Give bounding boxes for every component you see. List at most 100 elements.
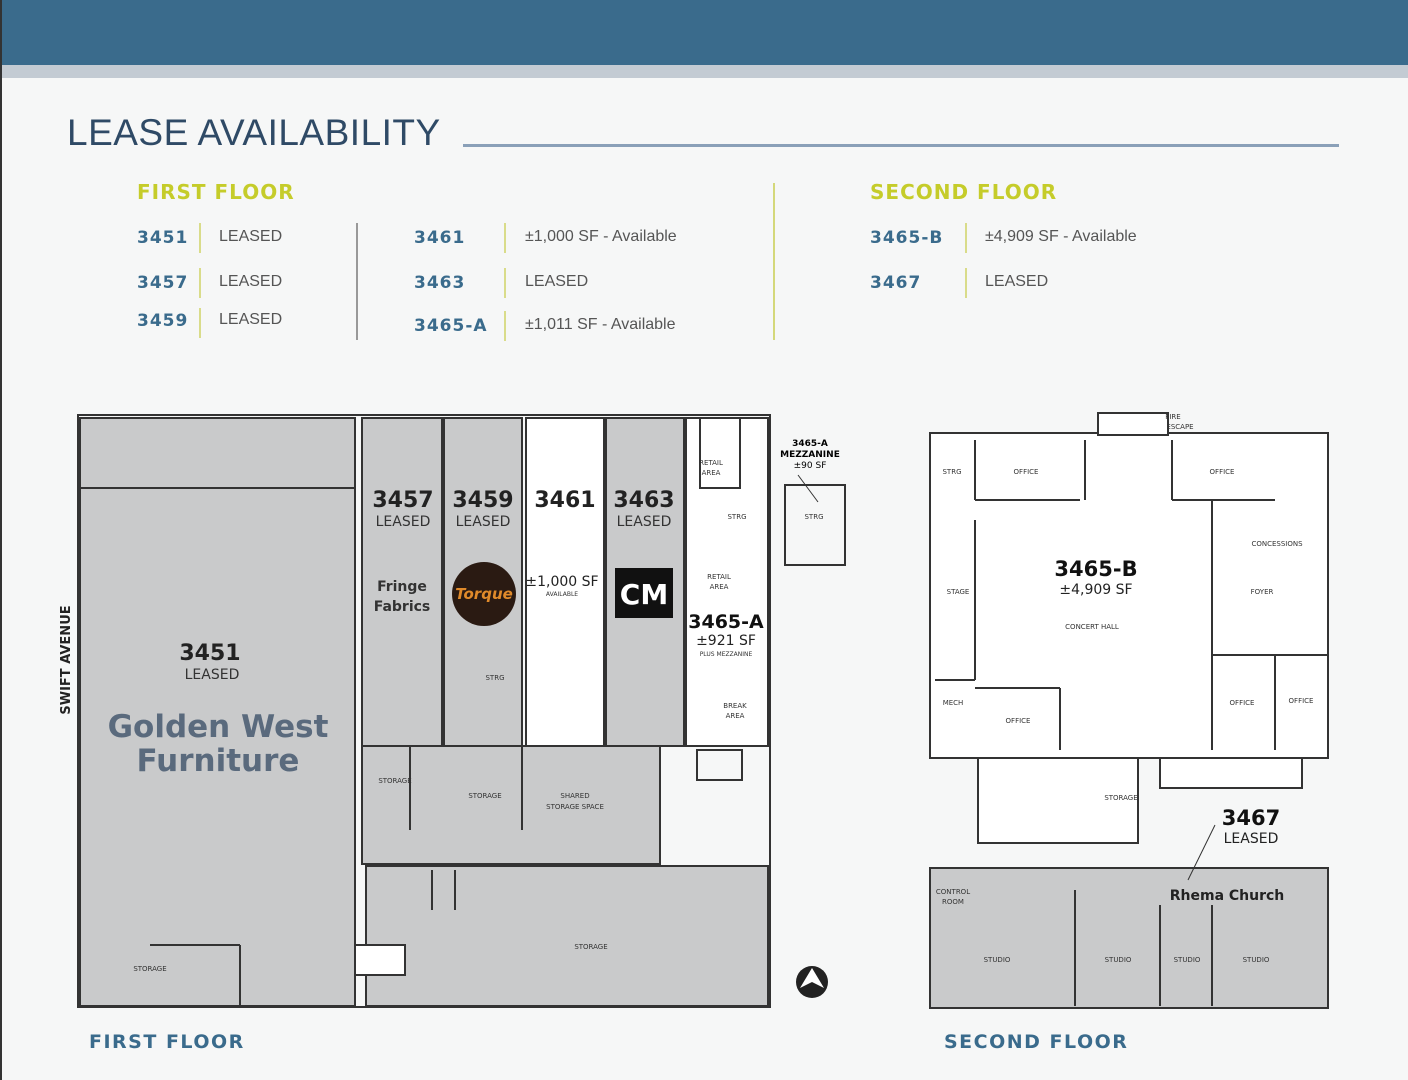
divider (199, 223, 201, 253)
unit-status-label: LEASED (1224, 831, 1279, 847)
room-label: STUDIO (1243, 956, 1270, 964)
cm-logo (615, 568, 673, 618)
unit-number: 3465-A (414, 316, 488, 336)
room-label: ESCAPE (1166, 423, 1193, 431)
second-floor-plan (929, 412, 1329, 1009)
torque-logo-text: Torque (455, 585, 513, 603)
room-label: STUDIO (984, 956, 1011, 964)
unit-label: 3467 (1222, 806, 1280, 830)
room-label: STRG (727, 513, 746, 521)
unit-3451-area (79, 417, 356, 1007)
unit-label: 3461 (534, 488, 595, 513)
mezzanine-size: ±90 SF (794, 461, 827, 471)
unit-size: ±1,000 SF (525, 574, 598, 590)
unit-status: LEASED (219, 228, 283, 245)
unit-label: 3465-B (1054, 557, 1137, 581)
page-border (0, 0, 2, 1080)
divider (504, 223, 506, 253)
unit-status-label: LEASED (185, 667, 240, 683)
unit-3467-area (929, 867, 1329, 1009)
room-label: STRG (485, 674, 504, 682)
room-label: CONCERT HALL (1065, 623, 1119, 631)
room-label: STORAGE SPACE (546, 803, 604, 811)
room-label: STORAGE (1104, 794, 1137, 802)
unit-status-label: AVAILABLE (546, 591, 578, 598)
tenant-name: Fabrics (374, 599, 431, 615)
unit-label: 3465-A (688, 611, 764, 633)
storage-area (365, 865, 769, 1007)
second-floor-caption: SECOND FLOOR (944, 1031, 1129, 1053)
tenant-name: Rhema Church (1170, 888, 1285, 904)
room-label: FOYER (1251, 588, 1274, 596)
room-label: CONCESSIONS (1251, 540, 1303, 548)
unit-number: 3459 (137, 311, 189, 331)
room-label: STUDIO (1105, 956, 1132, 964)
room-label: SHARED (560, 792, 589, 800)
unit-status: LEASED (985, 273, 1049, 290)
room-label: AREA (726, 712, 745, 720)
unit-status: ±1,000 SF - Available (525, 228, 677, 245)
unit-number: 3457 (137, 273, 189, 293)
first-floor-caption: FIRST FLOOR (89, 1031, 245, 1053)
unit-number: 3451 (137, 228, 189, 248)
room-label: RETAIL (699, 459, 723, 467)
unit-label: 3463 (613, 488, 674, 513)
unit-number: 3463 (414, 273, 466, 293)
second-floor-heading: SECOND FLOOR (870, 180, 1058, 204)
unit-status: ±1,011 SF - Available (525, 316, 676, 333)
unit-status-label: LEASED (376, 514, 431, 530)
unit-status: LEASED (219, 273, 283, 290)
unit-label: 3457 (372, 488, 433, 513)
room-label: STRG (942, 468, 961, 476)
unit-status: ±4,909 SF - Available (985, 228, 1137, 245)
divider (965, 223, 967, 253)
room-label: STUDIO (1174, 956, 1201, 964)
column-divider (356, 223, 358, 340)
divider (199, 308, 201, 338)
unit-number: 3467 (870, 273, 922, 293)
room-label: ROOM (942, 898, 964, 906)
unit-3457-area (361, 417, 443, 747)
unit-status-label: LEASED (456, 514, 511, 530)
divider (504, 311, 506, 341)
tenant-logo-golden-west: Furniture (137, 743, 300, 779)
header-band (0, 0, 1408, 65)
room-label: CONTROL (936, 888, 970, 896)
room-label: OFFICE (1210, 468, 1235, 476)
section-divider (773, 183, 775, 340)
room-label: STRG (804, 513, 823, 521)
room-label: OFFICE (1230, 699, 1255, 707)
page-title: LEASE AVAILABILITY (67, 112, 441, 153)
room-label: MECH (943, 699, 964, 707)
room-label: AREA (710, 583, 729, 591)
room-label: STORAGE (133, 965, 166, 973)
room-label: STAGE (947, 588, 970, 596)
unit-3461-area (525, 417, 605, 747)
street-label: SWIFT AVENUE (59, 605, 74, 714)
unit-status-label: LEASED (617, 514, 672, 530)
tenant-name: Fringe (377, 579, 427, 595)
room-label: OFFICE (1289, 697, 1314, 705)
unit-size: ±4,909 SF (1059, 582, 1132, 598)
room-label: RETAIL (707, 573, 731, 581)
torque-logo (452, 562, 516, 626)
divider (504, 268, 506, 298)
title-rule (463, 144, 1339, 147)
header-stripe (0, 65, 1408, 78)
unit-status: LEASED (219, 311, 283, 328)
room-label: STORAGE (574, 943, 607, 951)
mezzanine-note: PLUS MEZZANINE (700, 651, 753, 658)
room-label: OFFICE (1006, 717, 1031, 725)
unit-number: 3465-B (870, 228, 944, 248)
room-label: FIRE (1165, 413, 1180, 421)
room-label: STORAGE (378, 777, 411, 785)
mezzanine-label: MEZZANINE (780, 450, 840, 460)
unit-label: 3451 (179, 641, 240, 666)
unit-size: ±921 SF (696, 633, 756, 649)
room-label: OFFICE (1014, 468, 1039, 476)
room-label: STORAGE (468, 792, 501, 800)
unit-number: 3461 (414, 228, 466, 248)
first-floor-plan (77, 414, 846, 1008)
divider (965, 268, 967, 298)
